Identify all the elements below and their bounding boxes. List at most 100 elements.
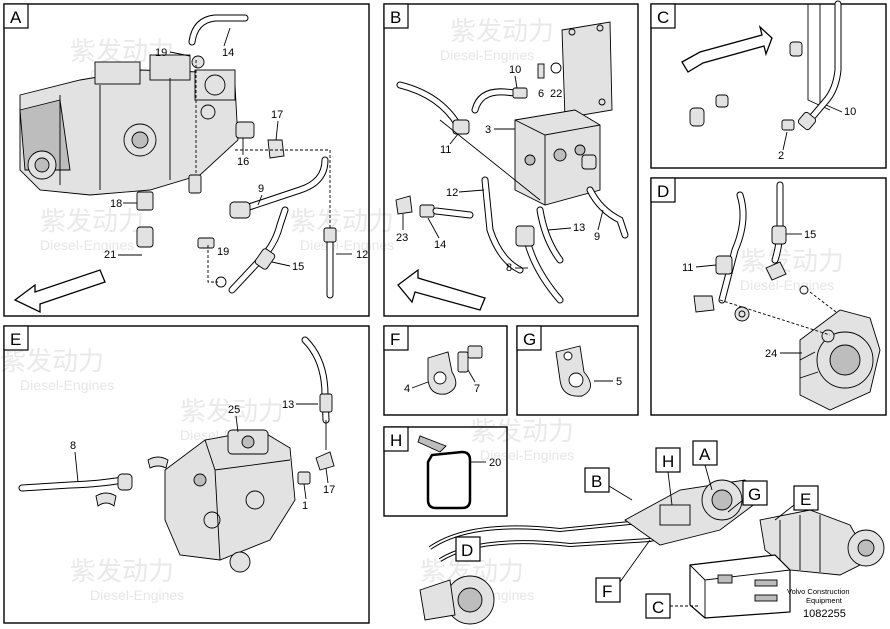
direction-arrow-a [13,269,106,314]
panel-g-tag: G [523,330,536,349]
overview-tag-e: E [800,490,811,509]
panel-c-tag: C [657,8,669,27]
watermark-brand: 紫发动力 [40,206,144,236]
callout-g-5: 5 [616,376,622,388]
watermark-subtitle: Diesel-Engines [480,447,574,463]
panel-c-tag-box [650,3,676,29]
pump-e [164,429,296,573]
callout-b-3: 3 [485,124,491,136]
overview-tag-c-box [645,593,671,619]
callout-h-20: 20 [489,457,501,469]
callout-c-10: 10 [844,106,856,118]
panel-a-frame [3,3,370,317]
callout-b-6: 6 [538,88,544,100]
watermark-brand: 紫发动力 [0,346,104,376]
panel-c: C 10 2 [650,0,887,169]
callout-d-24: 24 [765,348,777,360]
overview-tag-e-box [793,485,819,511]
watermark-subtitle: Diesel-Engines [300,237,394,253]
document-number: 1082255 [803,608,846,620]
callout-a-9: 9 [258,183,264,195]
panel-d: D 15 11 24 [650,177,887,416]
callout-b-11: 11 [440,144,451,156]
panel-d-frame [650,177,887,416]
watermark-brand: 紫发动力 [450,16,554,46]
panel-h-frame [383,426,508,517]
watermark-subtitle: Diesel-Engines [440,47,534,63]
watermark-subtitle: Diesel-Engines [40,237,134,253]
panel-h-tag: H [390,431,402,450]
panel-e-frame [3,325,370,624]
panel-a-tag: A [10,8,22,27]
panel-a-tag-box [3,3,29,29]
overview-tag-c: C [652,598,664,617]
panel-f-tag: F [390,330,400,349]
overview-tag-d: D [461,541,473,560]
callout-b-23: 23 [396,232,408,244]
callout-d-15: 15 [804,229,816,241]
watermark-subtitle: Diesel-Engines [90,587,184,603]
overview-tag-f: F [602,582,612,601]
callout-e-8: 8 [70,440,76,452]
panel-f: F 4 7 [383,325,508,416]
overview-tag-f-box [595,577,621,603]
watermark-brand: 紫发动力 [180,396,284,426]
watermark: 紫发动力 Diesel-Engines 紫发动力 Diesel-Engines … [0,16,844,603]
callout-f-7: 7 [474,383,480,395]
overview-tag-d-box [455,536,481,562]
axle-hub [799,309,881,411]
callout-a-12: 12 [356,249,368,261]
callout-a-15: 15 [292,261,304,273]
callout-e-25: 25 [228,404,240,416]
panel-d-tag: D [657,182,669,201]
callout-b-14: 14 [434,239,446,251]
panel-c-frame [650,3,887,169]
manufacturer-caption-2: Equipment [806,596,843,605]
callout-b-22: 22 [550,88,562,100]
callout-e-13: 13 [282,399,294,411]
callout-a-18: 18 [110,198,122,210]
callout-b-13: 13 [573,222,585,234]
callout-b-9: 9 [594,231,600,243]
overview-tag-b-box [584,467,610,493]
watermark-brand: 紫发动力 [740,246,844,276]
overview-tag-g: G [748,485,761,504]
callout-a-21: 21 [104,249,116,261]
panel-d-tag-box [650,177,676,203]
callout-c-2: 2 [778,150,784,162]
watermark-brand: 紫发动力 [70,556,174,586]
panel-h: H 20 [383,426,508,517]
callout-a-19-upper: 19 [155,47,167,59]
panel-b-tag-box [383,3,409,29]
callout-a-14: 14 [222,47,234,59]
panel-g-tag-box [516,325,542,351]
overview-tag-a-box [692,440,718,466]
hydraulic-pump-assembly [19,54,239,196]
manufacturer-caption: Volvo Construction [787,587,850,596]
strap-clamp-h [426,450,472,510]
watermark-subtitle: Diesel-Engines [740,277,834,293]
panel-e-tag: E [10,330,21,349]
panel-a: A [3,3,370,317]
panel-h-tag-box [383,426,409,452]
panel-e: E 13 25 8 17 [3,325,370,624]
watermark-subtitle: Diesel-Engines [20,377,114,393]
watermark-brand: 紫发动力 [470,416,574,446]
panel-f-frame [383,325,508,416]
callout-f-4: 4 [404,383,410,395]
overview-tag-h: H [662,452,674,471]
callout-a-19-lower: 19 [217,246,229,258]
direction-arrow-b [397,268,486,311]
overview-tag-b: B [591,472,602,491]
panel-b: B [383,3,639,317]
panel-g-frame [516,325,639,416]
callout-a-16: 16 [237,156,249,168]
overview-tag-a: A [699,445,711,464]
direction-arrow-c [681,25,773,73]
panel-e-tag-box [3,325,29,351]
callout-d-11: 11 [682,262,693,274]
overview-tag-g-box [742,480,768,506]
callout-b-12: 12 [446,187,458,199]
panel-b-frame [383,3,639,317]
